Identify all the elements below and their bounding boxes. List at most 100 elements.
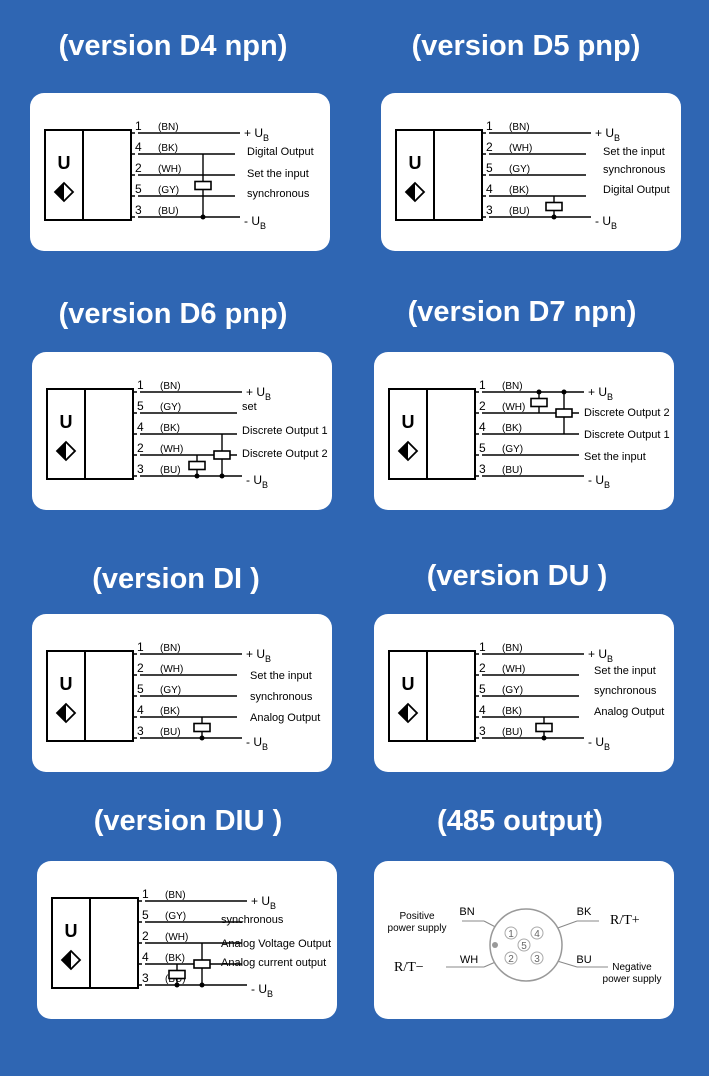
pin-number: 5 xyxy=(142,908,149,922)
wiring-diagram-diu: U1(BN)5(GY)2(WH)4(BK)3(BU)+ UB- UBsynchr… xyxy=(51,887,331,999)
diagram-title-d6: (version D6 pnp) xyxy=(58,298,288,330)
wire-color: (BK) xyxy=(502,423,522,434)
wire-color: (WH) xyxy=(160,664,183,675)
supply-plus-label: + UB xyxy=(244,126,269,143)
pin-number: 1 xyxy=(486,119,493,133)
sensor-box xyxy=(388,650,476,742)
supply-minus-label: - UB xyxy=(251,982,273,999)
pin-label: 1 xyxy=(508,929,514,940)
wiring-diagram-d4: U1(BN)4(BK)2(WH)5(GY)3(BU)+ UB- UBDigita… xyxy=(44,119,314,231)
rt-minus-label: R/T− xyxy=(394,960,424,975)
wire-label-bu: BU xyxy=(576,954,591,966)
function-label: Analog Output xyxy=(250,712,320,724)
pin-number: 3 xyxy=(486,203,493,217)
wire-color: (BK) xyxy=(502,706,522,717)
pin-number: 1 xyxy=(137,640,144,654)
pin-number: 4 xyxy=(486,182,493,196)
wire-color: (BN) xyxy=(160,381,181,392)
supply-minus-label: - UB xyxy=(244,214,266,231)
sensor-letter: U xyxy=(60,674,73,694)
function-label: set xyxy=(242,401,257,413)
positive-power-label: power supply xyxy=(388,923,447,934)
pin-number: 3 xyxy=(137,724,144,738)
pin-number: 1 xyxy=(135,119,142,133)
sensor-letter: U xyxy=(58,153,71,173)
pin-number: 2 xyxy=(479,399,486,413)
pin-number: 5 xyxy=(486,161,493,175)
load-resistor xyxy=(168,969,186,980)
wire-color: (BK) xyxy=(165,953,185,964)
function-label: Set the input xyxy=(584,451,646,463)
supply-plus-label: + UB xyxy=(588,385,613,402)
diagram-title-d4: (version D4 npn) xyxy=(58,30,288,62)
function-label: synchronous xyxy=(221,914,284,926)
pin-number: 4 xyxy=(479,420,486,434)
sensor-letter: U xyxy=(60,412,73,432)
pin-number: 1 xyxy=(479,640,486,654)
wire-color: (BU) xyxy=(160,465,181,476)
supply-minus-label: - UB xyxy=(246,473,268,490)
wire-color: (GY) xyxy=(160,402,181,413)
pin-number: 2 xyxy=(142,929,149,943)
load-resistor xyxy=(194,180,212,191)
function-label: Set the input xyxy=(594,665,656,677)
wire-color: (BK) xyxy=(158,143,178,154)
pin-label: 4 xyxy=(534,929,540,940)
rt-plus-label: R/T+ xyxy=(610,913,640,928)
sensor-letter: U xyxy=(65,921,78,941)
wire-color: (GY) xyxy=(165,911,186,922)
supply-plus-label: + UB xyxy=(246,385,271,402)
wire-color: (BK) xyxy=(160,423,180,434)
wire-color: (GY) xyxy=(158,185,179,196)
pin-number: 2 xyxy=(137,661,144,675)
supply-plus-label: + UB xyxy=(595,126,620,143)
pin-number: 3 xyxy=(142,971,149,985)
supply-plus-label: + UB xyxy=(588,647,613,664)
function-label: synchronous xyxy=(250,691,313,703)
wire-color: (BN) xyxy=(158,122,179,133)
pin-number: 4 xyxy=(142,950,149,964)
function-label: Analog Output xyxy=(594,706,664,718)
pin-label: 5 xyxy=(521,941,527,952)
function-label: synchronous xyxy=(594,685,657,697)
negative-label: Negative xyxy=(612,962,652,973)
pin-number: 2 xyxy=(479,661,486,675)
sensor-box xyxy=(388,388,476,480)
wiring-diagram-d7: U1(BN)2(WH)4(BK)5(GY)3(BU)+ UB- UBDiscre… xyxy=(388,378,670,490)
wire-label-wh: WH xyxy=(460,954,478,966)
pin-number: 5 xyxy=(479,682,486,696)
wire-color: (GY) xyxy=(160,685,181,696)
function-label: Set the input xyxy=(603,146,665,158)
wire-color: (BK) xyxy=(509,185,529,196)
diagram-title-di: (version DI ) xyxy=(92,563,260,595)
function-label: Digital Output xyxy=(603,184,670,196)
diagram-title-485: (485 output) xyxy=(437,805,603,837)
pin-number: 1 xyxy=(137,378,144,392)
pin-number: 4 xyxy=(137,703,144,717)
supply-plus-label: + UB xyxy=(246,647,271,664)
wire-color: (BN) xyxy=(502,381,523,392)
wire-color: (WH) xyxy=(158,164,181,175)
function-label: synchronous xyxy=(247,188,310,200)
diagram-title-diu: (version DIU ) xyxy=(93,805,283,837)
wire-color: (BN) xyxy=(509,122,530,133)
pin-number: 5 xyxy=(135,182,142,196)
wire-color: (BN) xyxy=(502,643,523,654)
load-resistor xyxy=(530,397,548,408)
supply-plus-label: + UB xyxy=(251,894,276,911)
load-resistor xyxy=(545,201,563,212)
pin-number: 5 xyxy=(137,399,144,413)
wire-color: (GY) xyxy=(502,444,523,455)
pin-number: 4 xyxy=(135,140,142,154)
sensor-box xyxy=(44,129,132,221)
positive-label: Positive xyxy=(399,911,434,922)
sensor-letter: U xyxy=(409,153,422,173)
supply-minus-label: - UB xyxy=(246,735,268,752)
